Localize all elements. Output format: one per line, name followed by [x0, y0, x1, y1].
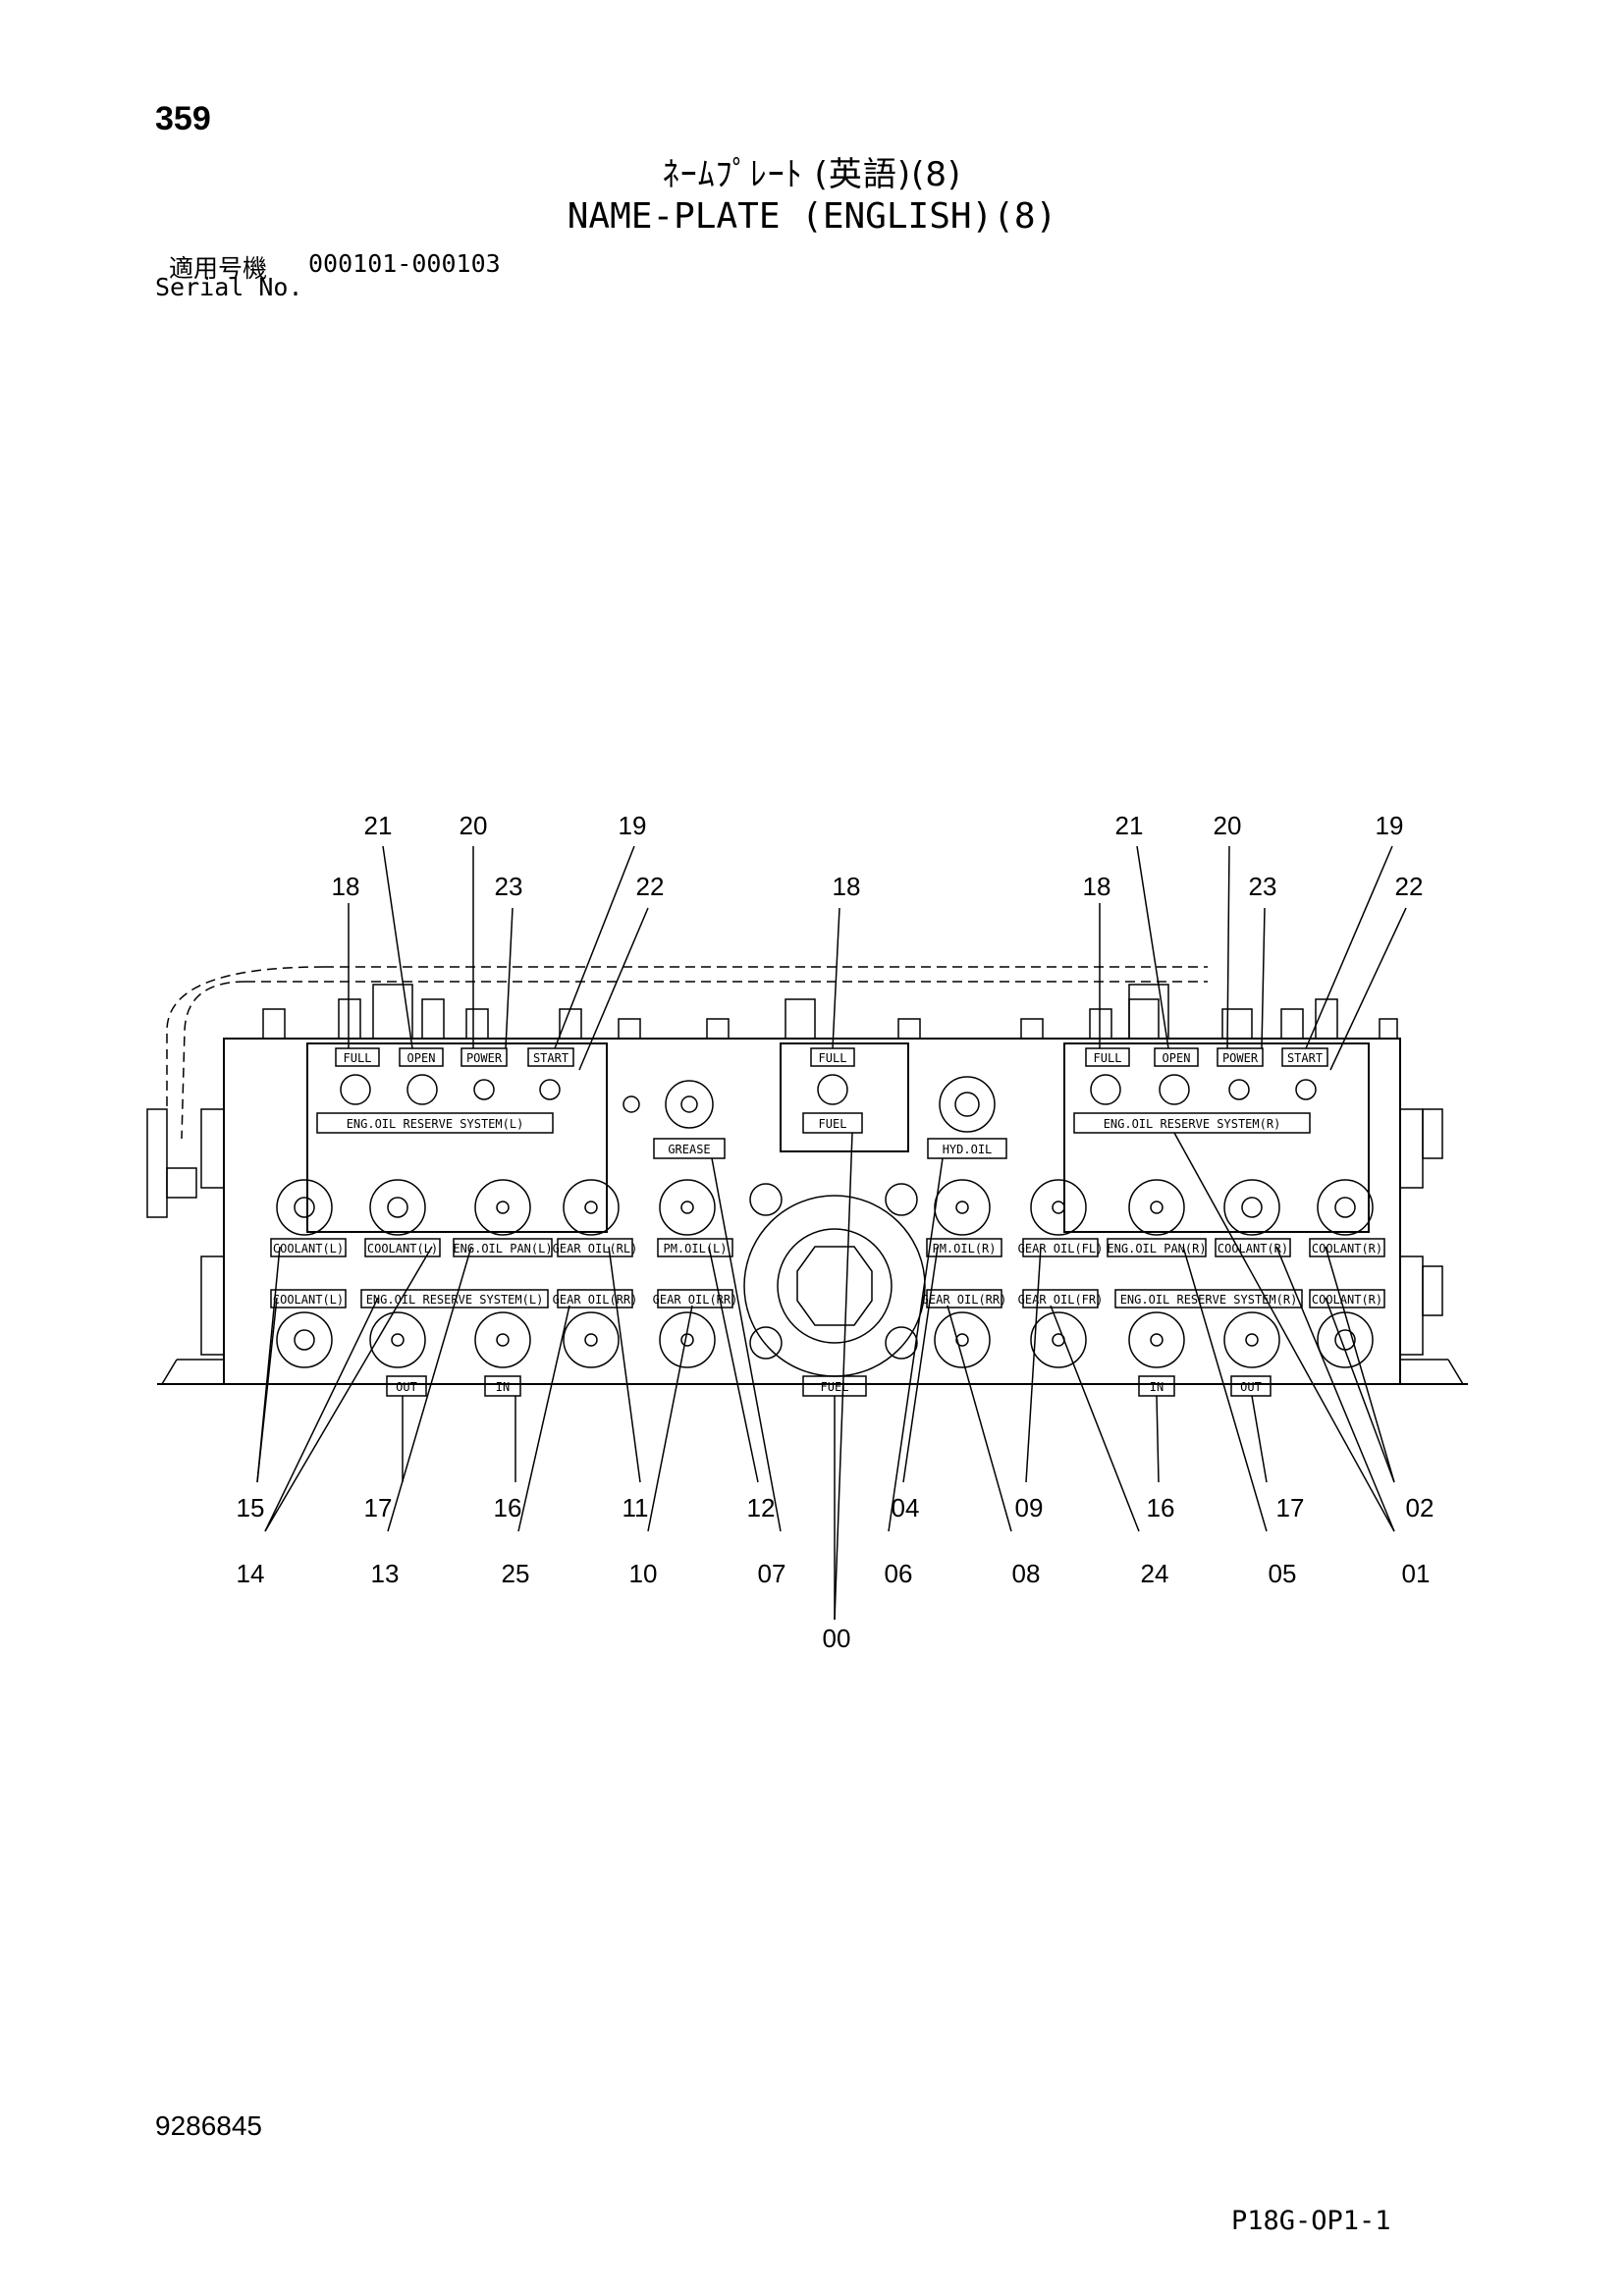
plate-eng-oil-pan-r: ENG.OIL PAN(R) — [1107, 1242, 1206, 1255]
callout-09: 09 — [1015, 1493, 1044, 1522]
plate-eng-oil-reserve-left: ENG.OIL RESERVE SYSTEM(L) — [347, 1117, 524, 1131]
callout-05: 05 — [1269, 1559, 1297, 1588]
plate-start-left: START — [533, 1051, 568, 1065]
serial-range: 000101-000103 — [308, 249, 501, 278]
plate-open-right: OPEN — [1163, 1051, 1191, 1065]
callout-19-left: 19 — [619, 811, 647, 840]
plate-in-right: IN — [1150, 1380, 1164, 1394]
plate-eng-oil-reserve-right: ENG.OIL RESERVE SYSTEM(R) — [1104, 1117, 1281, 1131]
title-japanese: ﾈｰﾑﾌﾟﾚｰﾄ (英語)(8) — [662, 155, 962, 194]
plate-fuel-bottom: FUEL — [821, 1380, 849, 1394]
right-reserve-frame — [1063, 1042, 1370, 1233]
callout-20-right: 20 — [1214, 811, 1242, 840]
plate-power-right: POWER — [1222, 1051, 1259, 1065]
plate-pm-oil-l: PM.OIL(L) — [663, 1242, 727, 1255]
callout-15: 15 — [237, 1493, 265, 1522]
callout-13: 13 — [371, 1559, 400, 1588]
callout-25: 25 — [502, 1559, 530, 1588]
name-plates: FULL OPEN POWER START ENG.OIL RESERVE SY… — [270, 1047, 1385, 1397]
callout-06: 06 — [885, 1559, 913, 1588]
callout-01: 01 — [1402, 1559, 1431, 1588]
callout-10: 10 — [629, 1559, 658, 1588]
callout-16-left: 16 — [494, 1493, 522, 1522]
plate-start-right: START — [1287, 1051, 1323, 1065]
plate-full-left: FULL — [344, 1051, 372, 1065]
plate-full-right: FULL — [1094, 1051, 1122, 1065]
plate-full-center: FULL — [819, 1051, 847, 1065]
plate-coolant-r-upper-2: COOLANT(R) — [1312, 1242, 1382, 1255]
callout-17-right: 17 — [1276, 1493, 1305, 1522]
plate-gear-oil-rr: GEAR OIL(RR) — [653, 1293, 738, 1307]
plate-open-left: OPEN — [407, 1051, 436, 1065]
callout-19-right: 19 — [1376, 811, 1404, 840]
callout-21-left: 21 — [364, 811, 393, 840]
page-number: 359 — [155, 100, 211, 137]
serial-label-japanese: 適用号機 — [169, 254, 268, 283]
left-reserve-frame — [306, 1042, 608, 1233]
callout-11: 11 — [623, 1493, 649, 1522]
serial-label-english: Serial No. — [155, 273, 303, 301]
plate-hyd-oil: HYD.OIL — [943, 1143, 993, 1156]
plate-in-left: IN — [496, 1380, 510, 1394]
drawing-number: 9286845 — [155, 2110, 263, 2141]
callout-02: 02 — [1406, 1493, 1435, 1522]
plate-fuel-top: FUEL — [819, 1117, 847, 1131]
plate-gear-oil-rr-left: GEAR OIL(RR) — [553, 1293, 638, 1307]
callout-numbers: 21 20 19 18 23 22 18 21 20 19 18 23 22 1… — [237, 811, 1435, 1653]
plate-gear-oil-fr: GEAR OIL(FR) — [1018, 1293, 1104, 1307]
plate-coolant-l-lower: COOLANT(L) — [273, 1293, 344, 1307]
callout-18-right: 18 — [1083, 872, 1111, 901]
callout-23-left: 23 — [495, 872, 523, 901]
plate-eng-oil-reserve-l-lower: ENG.OIL RESERVE SYSTEM(L) — [366, 1293, 544, 1307]
callout-18-left: 18 — [332, 872, 360, 901]
plate-gear-oil-fl: GEAR OIL(FL) — [1018, 1242, 1104, 1255]
callout-18-center: 18 — [833, 872, 861, 901]
title-english: NAME-PLATE (ENGLISH)(8) — [567, 196, 1057, 237]
plate-pm-oil-r: PM.OIL(R) — [932, 1242, 996, 1255]
callout-04: 04 — [892, 1493, 920, 1522]
callout-16-right: 16 — [1147, 1493, 1175, 1522]
callout-00: 00 — [823, 1624, 851, 1653]
callout-07: 07 — [758, 1559, 786, 1588]
callout-14: 14 — [237, 1559, 265, 1588]
plate-grease: GREASE — [668, 1143, 710, 1156]
callout-22-right: 22 — [1395, 872, 1424, 901]
callout-21-right: 21 — [1115, 811, 1144, 840]
callout-17-left: 17 — [364, 1493, 393, 1522]
plate-eng-oil-pan-l: ENG.OIL PAN(L) — [453, 1242, 552, 1255]
plate-coolant-l-upper-2: COOLANT(L) — [367, 1242, 438, 1255]
callout-20-left: 20 — [460, 811, 488, 840]
plate-out-right: OUT — [1240, 1380, 1262, 1394]
plate-gear-oil-rr-right: GEAR OIL(RR) — [922, 1293, 1007, 1307]
plate-coolant-r-upper: COOLANT(R) — [1218, 1242, 1288, 1255]
plate-coolant-r-lower: COOLANT(R) — [1312, 1293, 1382, 1307]
top-bolts — [262, 984, 1398, 1040]
callout-23-right: 23 — [1249, 872, 1277, 901]
callout-12: 12 — [747, 1493, 776, 1522]
plate-coolant-l-upper: COOLANT(L) — [273, 1242, 344, 1255]
sheet-code: P18G-OP1-1 — [1231, 2206, 1391, 2236]
callout-24: 24 — [1141, 1559, 1169, 1588]
plate-gear-oil-rl: GEAR OIL(RL) — [553, 1242, 638, 1255]
plugs — [276, 1179, 1374, 1368]
leader-lines — [256, 845, 1407, 1621]
callout-08: 08 — [1012, 1559, 1041, 1588]
plate-power-left: POWER — [466, 1051, 503, 1065]
panel-outline — [146, 966, 1468, 1385]
plate-out-left: OUT — [396, 1380, 417, 1394]
plate-eng-oil-reserve-r-lower: ENG.OIL RESERVE SYSTEM(R) — [1120, 1293, 1298, 1307]
callout-22-left: 22 — [636, 872, 665, 901]
